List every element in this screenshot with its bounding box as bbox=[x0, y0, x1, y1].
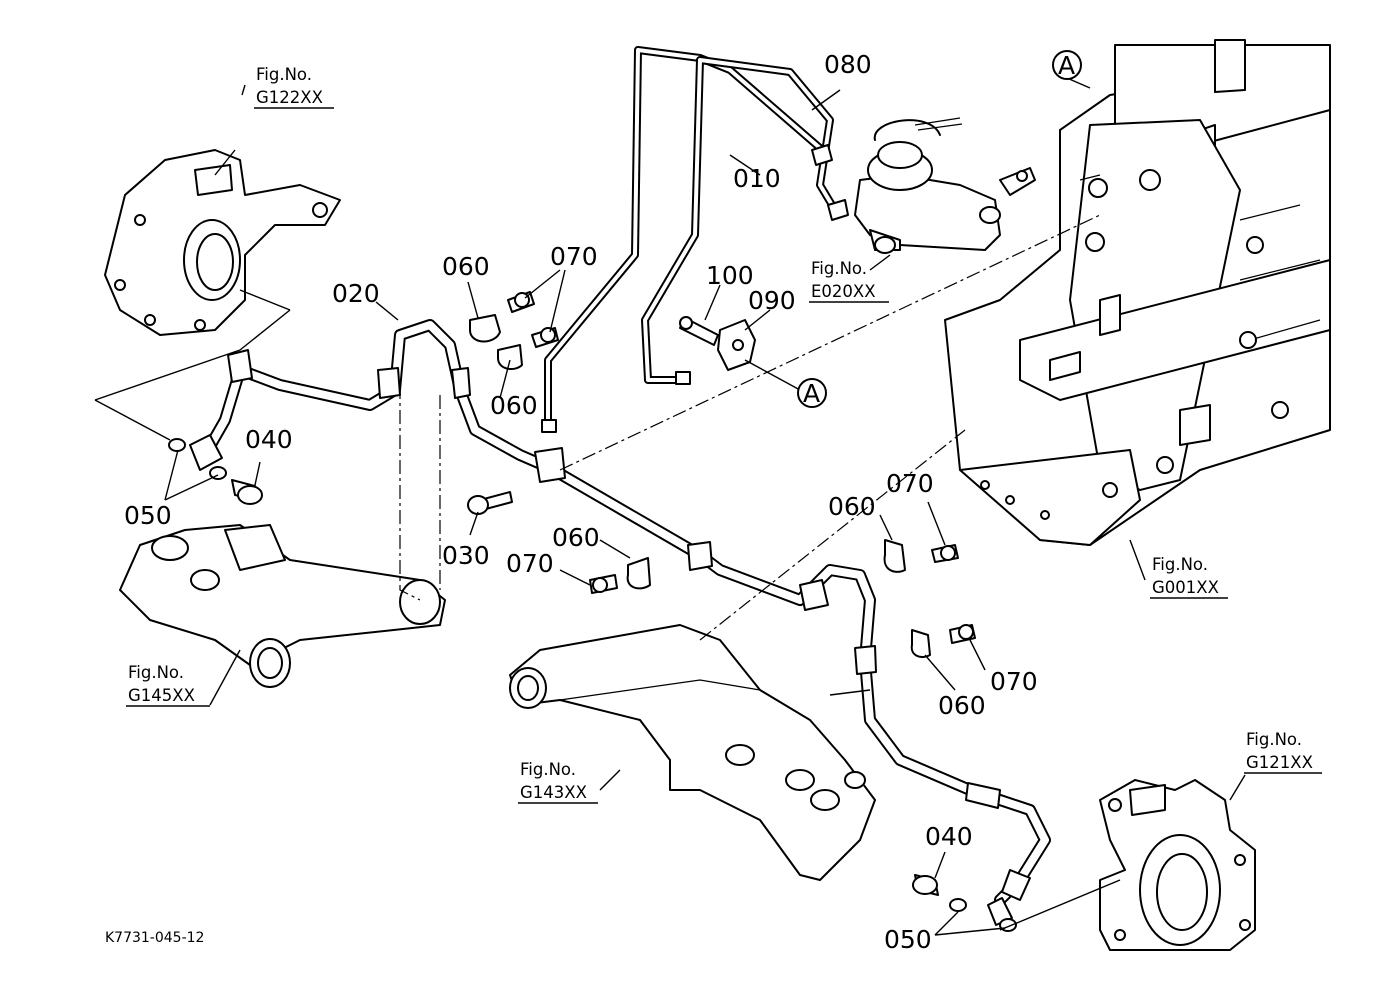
callout-080: 080 bbox=[824, 50, 872, 79]
fig-ref-g143-code: G143XX bbox=[520, 783, 587, 802]
callout-040-right: 040 bbox=[925, 822, 973, 851]
callout-060-c: 060 bbox=[552, 523, 600, 552]
fig-ref-g001-code: G001XX bbox=[1152, 578, 1219, 597]
callout-060-b: 060 bbox=[490, 391, 538, 420]
fig-ref-g122-code: G122XX bbox=[256, 88, 323, 107]
callout-010: 010 bbox=[733, 164, 781, 193]
callout-070-b: 070 bbox=[506, 549, 554, 578]
callout-050-left: 050 bbox=[124, 501, 172, 530]
view-marker-a-top: A bbox=[1058, 51, 1075, 80]
callout-060-a: 060 bbox=[442, 252, 490, 281]
figure-references: Fig.No. G122XX Fig.No. E020XX Fig.No. G0… bbox=[126, 65, 1322, 804]
fig-ref-g121-prefix: Fig.No. bbox=[1246, 730, 1302, 749]
steering-knuckle-right bbox=[1099, 779, 1256, 951]
leader-lines bbox=[164, 74, 1246, 936]
reference-lines bbox=[94, 214, 1121, 931]
brake-hoses bbox=[189, 319, 1051, 926]
fig-ref-g145-code: G145XX bbox=[128, 686, 195, 705]
callout-070-d: 070 bbox=[990, 667, 1038, 696]
fig-ref-g121-code: G121XX bbox=[1246, 753, 1313, 772]
view-markers: A A bbox=[797, 50, 1082, 408]
fig-ref-g001-prefix: Fig.No. bbox=[1152, 555, 1208, 574]
diagram-id: K7731-045-12 bbox=[105, 930, 204, 946]
callout-040-left: 040 bbox=[245, 425, 293, 454]
callout-070-c: 070 bbox=[886, 469, 934, 498]
view-marker-a-mid: A bbox=[803, 379, 820, 408]
view-marker-a-top-circle bbox=[1052, 50, 1082, 80]
fig-ref-e020-code: E020XX bbox=[811, 282, 876, 301]
callout-050-right: 050 bbox=[884, 925, 932, 954]
fig-ref-g145-prefix: Fig.No. bbox=[128, 663, 184, 682]
callout-100: 100 bbox=[706, 261, 754, 290]
callout-060-d: 060 bbox=[828, 492, 876, 521]
master-cylinder bbox=[854, 117, 1036, 254]
callout-060-e: 060 bbox=[938, 691, 986, 720]
clamps-and-bolts bbox=[168, 291, 1017, 932]
fig-ref-g143-prefix: Fig.No. bbox=[520, 760, 576, 779]
steering-knuckle-left bbox=[104, 149, 341, 336]
lower-arm-left bbox=[119, 524, 446, 688]
fig-ref-g122-prefix: Fig.No. bbox=[256, 65, 312, 84]
callout-070-a: 070 bbox=[550, 242, 598, 271]
part-callouts: 010 020 030 040 040 050 050 060 060 060 … bbox=[124, 50, 1038, 954]
joint-block-090 bbox=[679, 316, 756, 371]
lower-arm-right bbox=[509, 624, 876, 881]
fig-ref-e020-prefix: Fig.No. bbox=[811, 259, 867, 278]
callout-030: 030 bbox=[442, 541, 490, 570]
main-frame bbox=[944, 39, 1331, 546]
callout-020: 020 bbox=[332, 279, 380, 308]
callout-090: 090 bbox=[748, 286, 796, 315]
view-marker-a-mid-circle bbox=[797, 378, 827, 408]
brake-pipes bbox=[541, 46, 849, 433]
